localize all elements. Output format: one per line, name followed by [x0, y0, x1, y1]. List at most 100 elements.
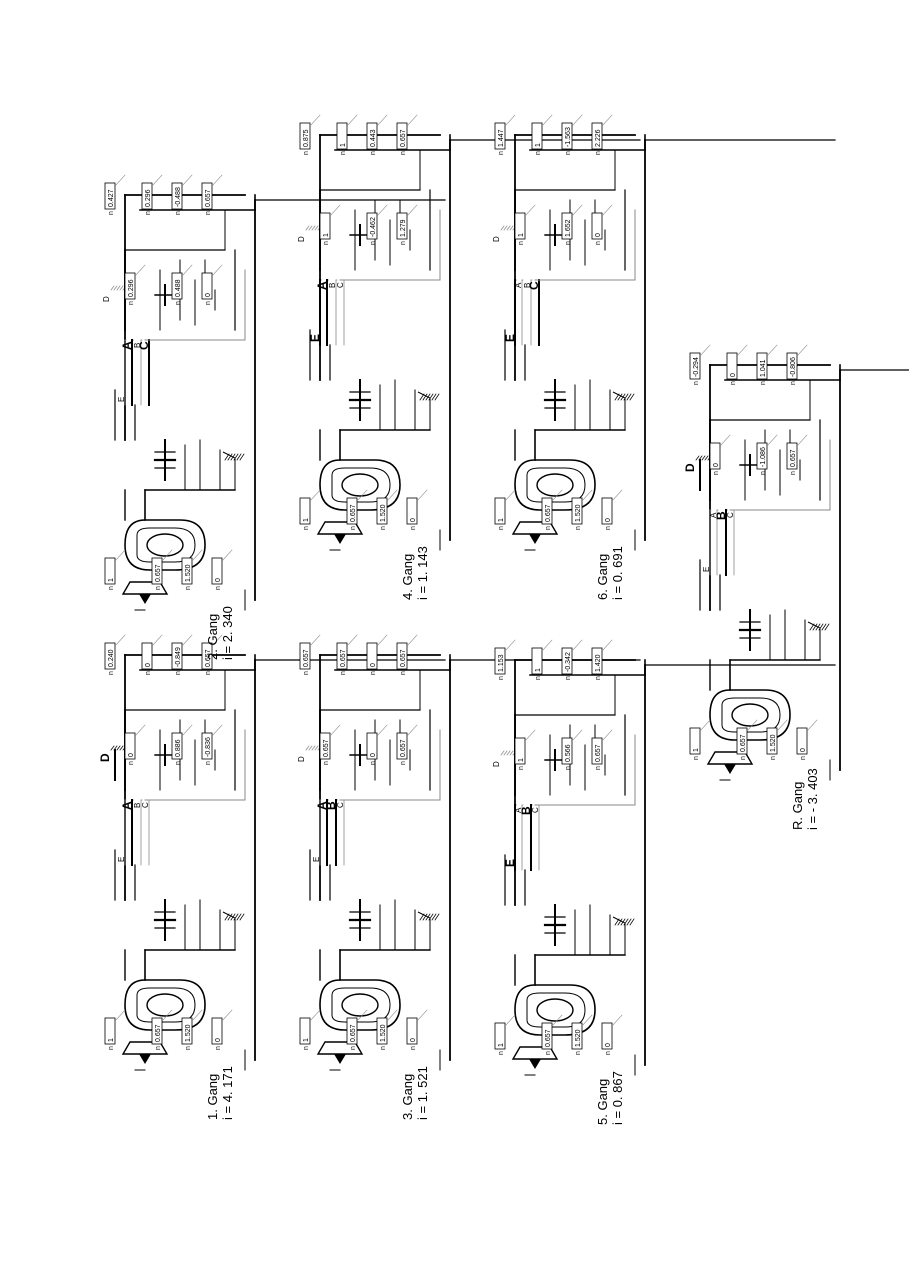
speed-prefix: n: [380, 526, 387, 530]
speed-value: 0.488: [175, 279, 182, 297]
torque-converter-icon: [316, 979, 401, 1064]
gear-ratio: i = - 3. 403: [805, 768, 820, 830]
speed-prefix: n: [565, 676, 572, 680]
speed-readout: n-0.294: [689, 352, 701, 385]
speed-prefix: n: [730, 381, 737, 385]
speed-value: 0.657: [340, 649, 347, 667]
speed-readout: n-0.836: [201, 732, 213, 765]
clutch-label-B: B: [133, 803, 142, 808]
speed-value: 0.875: [303, 129, 310, 147]
speed-value: 1.279: [400, 219, 407, 237]
speed-readout: n1: [689, 727, 701, 760]
speed-value: 0: [595, 233, 602, 237]
speed-prefix: n: [350, 1046, 357, 1050]
speed-value: 0: [605, 518, 612, 522]
speed-readout: n1: [494, 497, 506, 530]
speed-readout: n0.657: [396, 732, 408, 765]
clutch-label-B: B: [328, 283, 337, 288]
speed-value: 0.657: [400, 739, 407, 757]
torque-converter-icon: [511, 984, 596, 1069]
speed-value: 0.657: [155, 1024, 162, 1042]
gear-ratio: i = 0. 691: [610, 546, 625, 600]
speed-value: 0: [205, 293, 212, 297]
clutch-label-D: D: [492, 236, 501, 242]
speed-value: 0: [370, 663, 377, 667]
speed-readout: n0.657: [396, 642, 408, 675]
speed-prefix: n: [518, 241, 525, 245]
speed-readout: n0.296: [141, 182, 153, 215]
speed-readout: n0.657: [541, 497, 553, 530]
gear-ratio: i = 0. 867: [610, 1071, 625, 1125]
gear-panel-g5: EABCDn1n0.657n1.520n0n1n0.566n0.657n1.15…: [492, 639, 836, 1125]
clutch-label-C: C: [726, 512, 735, 518]
speed-prefix: n: [800, 756, 807, 760]
speed-prefix: n: [108, 671, 115, 675]
speed-prefix: n: [575, 1051, 582, 1055]
speed-value: 0: [128, 753, 135, 757]
speed-readout: n0: [211, 1017, 223, 1050]
clutch-label-D: D: [297, 236, 306, 242]
speed-value: -1.563: [565, 127, 572, 147]
speed-prefix: n: [175, 761, 182, 765]
speed-value: -0.462: [370, 217, 377, 237]
speed-readout: n1: [514, 737, 526, 770]
speed-prefix: n: [545, 1051, 552, 1055]
speed-prefix: n: [108, 1046, 115, 1050]
speed-readout: n1: [299, 1017, 311, 1050]
clutch-label-A: A: [120, 801, 134, 810]
speed-value: 1: [108, 1038, 115, 1042]
speed-readout: n-1.086: [756, 442, 768, 475]
speed-prefix: n: [370, 241, 377, 245]
speed-prefix: n: [380, 1046, 387, 1050]
speed-readout: n1: [104, 1017, 116, 1050]
clutch-label-B: B: [714, 511, 728, 520]
speed-readout: n0.875: [299, 122, 311, 155]
torque-converter-icon: [121, 519, 206, 604]
speed-readout: n0.657: [786, 442, 798, 475]
speed-readout: n1: [514, 212, 526, 245]
speed-readout: n1: [531, 122, 543, 155]
speed-prefix: n: [128, 761, 135, 765]
speed-readout: n0.443: [366, 122, 378, 155]
speed-prefix: n: [595, 151, 602, 155]
speed-prefix: n: [693, 381, 700, 385]
speed-value: 1.520: [380, 504, 387, 522]
speed-prefix: n: [498, 526, 505, 530]
speed-prefix: n: [350, 526, 357, 530]
speed-value: 0.657: [155, 564, 162, 582]
clutch-label-D: D: [297, 756, 306, 762]
speed-value: 0.296: [128, 279, 135, 297]
speed-readout: n1.520: [571, 1022, 583, 1055]
speed-readout: n 0.657: [346, 497, 358, 530]
speed-prefix: n: [565, 241, 572, 245]
speed-prefix: n: [605, 1051, 612, 1055]
speed-prefix: n: [518, 766, 525, 770]
speed-prefix: n: [205, 301, 212, 305]
speed-prefix: n: [740, 756, 747, 760]
speed-prefix: n: [205, 211, 212, 215]
speed-value: 0.657: [350, 504, 357, 522]
speed-prefix: n: [760, 471, 767, 475]
speed-readout: n1.041: [756, 352, 768, 385]
speed-prefix: n: [760, 381, 767, 385]
speed-readout: n1: [299, 497, 311, 530]
speed-value: 0: [370, 753, 377, 757]
speed-prefix: n: [595, 241, 602, 245]
speed-value: 1.420: [595, 654, 602, 672]
speed-prefix: n: [498, 1051, 505, 1055]
gear-name: 1. Gang: [205, 1074, 220, 1120]
speed-readout: n1.520: [571, 497, 583, 530]
speed-readout: n1.520: [376, 1017, 388, 1050]
speed-prefix: n: [400, 671, 407, 675]
speed-value: 0: [730, 373, 737, 377]
speed-readout: n-0.806: [786, 352, 798, 385]
speed-prefix: n: [498, 151, 505, 155]
speed-value: 0.240: [108, 649, 115, 667]
speed-readout: n0: [406, 1017, 418, 1050]
speed-readout: n0: [796, 727, 808, 760]
